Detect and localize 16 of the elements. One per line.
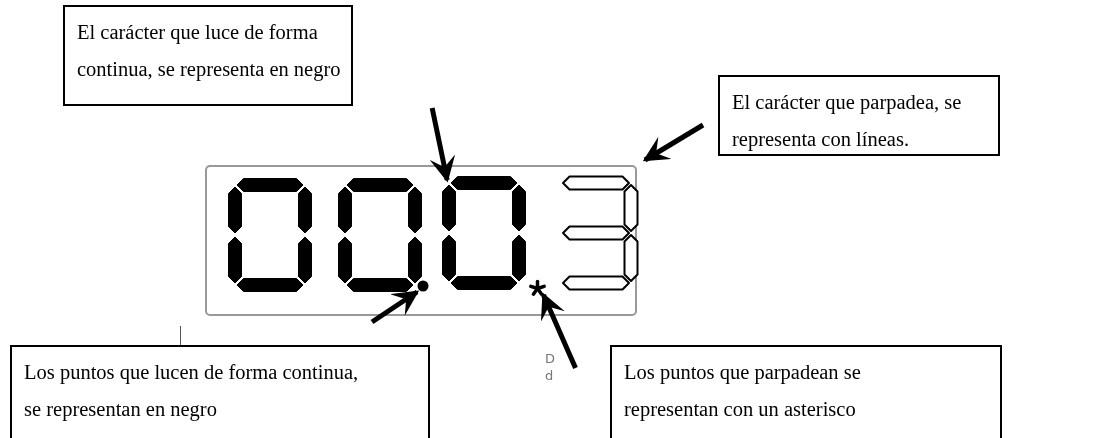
callout-box — [718, 75, 1000, 156]
arrow — [429, 107, 456, 183]
partial-label: d — [545, 369, 554, 383]
callout-text: El carácter que parpadea, se representa con líneas. — [732, 90, 963, 153]
callout-box — [610, 345, 1002, 438]
arrow — [370, 289, 420, 325]
arrow — [541, 292, 578, 369]
callout-box — [10, 345, 430, 438]
callout-text: El carácter que luce de forma continua, se representa en negro — [77, 20, 342, 83]
lcd-display-panel — [205, 165, 637, 316]
partial-label: D — [545, 352, 555, 366]
arrow — [642, 122, 705, 163]
callout-box — [63, 5, 353, 106]
asterisk-mark — [530, 281, 545, 296]
callout-text: Los puntos que lucen de forma continua, se representan en negro — [24, 360, 360, 423]
callout-text: Los puntos que parpadean se representan con un asterisco — [624, 360, 862, 423]
